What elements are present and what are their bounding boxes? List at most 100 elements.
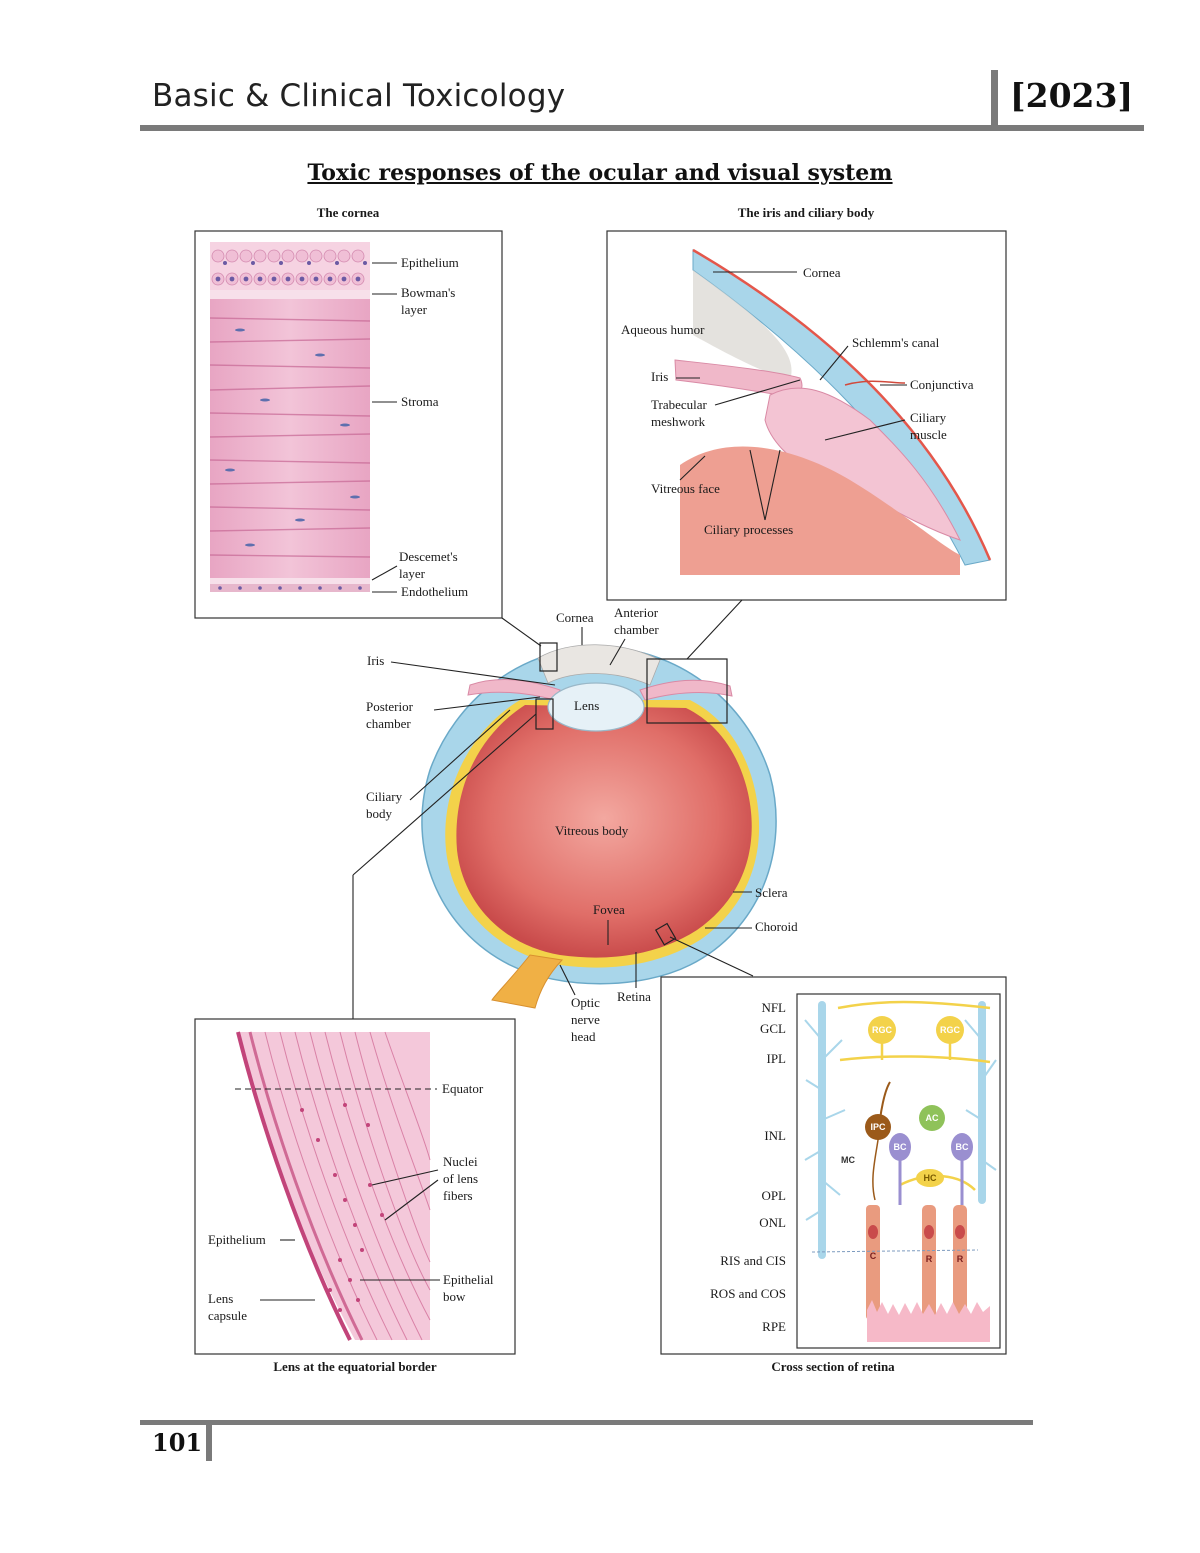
footer-divider	[206, 1425, 212, 1461]
label-descemets-1: Descemet's	[399, 549, 458, 564]
label-iris-panel-cornea: Cornea	[803, 265, 841, 280]
label-epithelium: Epithelium	[401, 255, 459, 270]
bipolar-cell-2	[951, 1133, 973, 1161]
label-anterior-chamber-1: Anterior	[614, 605, 659, 620]
label-posterior-chamber-1: Posterior	[366, 699, 414, 714]
header-rule	[140, 125, 1144, 131]
label-lens-capsule-1: Lens	[208, 1291, 233, 1306]
label-choroid: Choroid	[755, 919, 798, 934]
label-lens-capsule-2: capsule	[208, 1308, 247, 1323]
endothelium-layer	[210, 584, 370, 592]
layer-inl: INL	[764, 1128, 786, 1143]
label-fovea: Fovea	[593, 902, 625, 917]
header-divider	[991, 70, 998, 128]
eyeball-diagram: Cornea Anterior chamber Iris Lens Poster…	[352, 599, 798, 1044]
lens	[547, 682, 645, 732]
label-nuclei-1: Nuclei	[443, 1154, 478, 1169]
bipolar-cell-1	[889, 1133, 911, 1161]
horizontal-cell	[916, 1169, 944, 1187]
label-schlemms-canal: Schlemm's canal	[852, 335, 940, 350]
cornea-panel: The cornea	[194, 205, 503, 619]
label-epithelial-bow-2: bow	[443, 1289, 466, 1304]
label-ipc: IPC	[870, 1122, 886, 1132]
label-optic-nerve-2: nerve	[571, 1012, 600, 1027]
muller-cell-branches	[804, 1019, 997, 1221]
label-bowmans-2: layer	[401, 302, 428, 317]
label-bowmans-1: Bowman's	[401, 285, 455, 300]
label-bc-2: BC	[956, 1142, 969, 1152]
label-stroma: Stroma	[401, 394, 439, 409]
retina-panel-caption: Cross section of retina	[771, 1359, 895, 1374]
ganglion-cell-2	[936, 1016, 964, 1044]
label-vitreous-body: Vitreous body	[555, 823, 629, 838]
label-vitreous-face: Vitreous face	[651, 481, 720, 496]
layer-ros-cos: ROS and COS	[710, 1286, 786, 1301]
interplexiform-cell	[865, 1114, 891, 1140]
label-rod-2: R	[957, 1254, 964, 1264]
label-sclera: Sclera	[755, 885, 788, 900]
label-hc: HC	[924, 1173, 937, 1183]
outer-limiting-membrane	[811, 1249, 979, 1253]
rpe-layer	[867, 1300, 990, 1342]
label-ciliary-muscle-2: muscle	[910, 427, 947, 442]
label-ciliary-muscle-1: Ciliary	[910, 410, 947, 425]
layer-opl: OPL	[761, 1188, 786, 1203]
cornea-surface-line	[692, 248, 992, 561]
iris-ciliary-panel: The iris and ciliary body Cornea Aqueous…	[606, 205, 1007, 601]
lens-fiber-nuclei	[300, 1103, 384, 1312]
lens-capsule	[236, 1031, 352, 1341]
cornea-callout-box	[539, 642, 558, 672]
lens-panel-caption: Lens at the equatorial border	[273, 1359, 436, 1374]
label-posterior-chamber-2: chamber	[366, 716, 411, 731]
descemets-layer	[210, 578, 370, 584]
amacrine-cell	[919, 1105, 945, 1131]
label-rod-1: R	[926, 1254, 933, 1264]
label-iris-panel-iris: Iris	[651, 369, 668, 384]
muller-cell-trunks	[818, 1001, 986, 1259]
label-nuclei-3: fibers	[443, 1188, 473, 1203]
cornea-epithelium-cells	[210, 242, 370, 290]
label-epithelial-bow-1: Epithelial	[443, 1272, 494, 1287]
retina-callout-box	[654, 922, 677, 946]
label-mc: MC	[841, 1155, 855, 1165]
lens-fibers	[264, 1031, 431, 1341]
label-lens-epithelium: Epithelium	[208, 1232, 266, 1247]
bowmans-layer	[210, 290, 370, 299]
label-nuclei-2: of lens	[443, 1171, 478, 1186]
layer-onl: ONL	[759, 1215, 786, 1230]
label-ciliary-body-2: body	[366, 806, 393, 821]
photoreceptor-nuclei	[868, 1225, 965, 1239]
layer-ipl: IPL	[767, 1051, 787, 1066]
layer-nfl: NFL	[761, 1000, 786, 1015]
label-bc-1: BC	[894, 1142, 907, 1152]
retina-panel: RGC RGC IPC AC BC BC MC HC C R R	[660, 976, 1007, 1374]
conjunctiva-vessel	[844, 380, 906, 386]
optic-nerve	[491, 954, 564, 1009]
label-optic-nerve-3: head	[571, 1029, 596, 1044]
label-equator: Equator	[442, 1081, 484, 1096]
lens-epithelium	[248, 1031, 364, 1341]
vitreous-body	[456, 705, 752, 958]
label-ciliary-processes: Ciliary processes	[704, 522, 793, 537]
footer-rule	[140, 1420, 1033, 1425]
label-cone: C	[870, 1251, 877, 1261]
label-trabecular-2: meshwork	[651, 414, 706, 429]
header-title: Basic & Clinical Toxicology	[152, 78, 566, 114]
label-aqueous-humor: Aqueous humor	[621, 322, 705, 337]
iris-panel-caption: The iris and ciliary body	[738, 205, 875, 220]
header-year: [2023]	[1010, 76, 1134, 115]
label-anterior-chamber-2: chamber	[614, 622, 659, 637]
nerve-fibers	[837, 1000, 991, 1191]
label-eye-iris: Iris	[367, 653, 384, 668]
label-trabecular-1: Trabecular	[651, 397, 708, 412]
label-endothelium: Endothelium	[401, 584, 468, 599]
label-eye-cornea: Cornea	[556, 610, 594, 625]
iris-right	[639, 679, 733, 701]
lens-panel: Equator Nuclei of lens fibers Epithelium…	[194, 1018, 516, 1374]
keratocytes	[225, 328, 360, 547]
cornea-panel-caption: The cornea	[317, 205, 380, 220]
aqueous-humor	[693, 270, 792, 380]
label-rgc-2: RGC	[940, 1025, 961, 1035]
page-number: 101	[152, 1428, 203, 1457]
